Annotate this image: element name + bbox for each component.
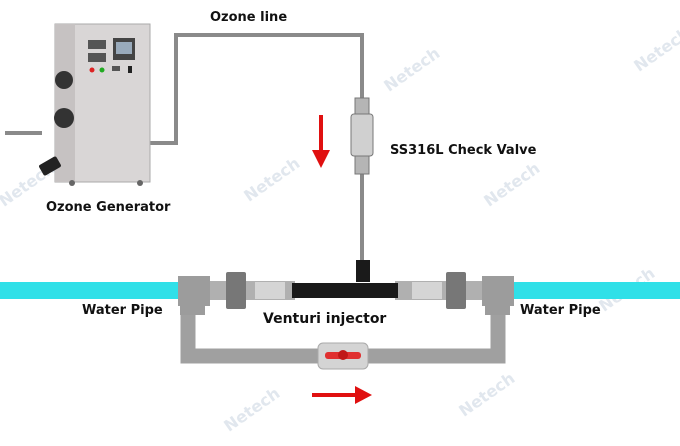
ozone-generator	[39, 23, 151, 186]
ball-valve	[317, 342, 369, 370]
water-pipe-right-label: Water Pipe	[520, 303, 601, 318]
check-valve	[350, 97, 374, 175]
water-pipe-left-label: Water Pipe	[82, 303, 163, 318]
venturi-injector	[292, 283, 398, 298]
union-right	[446, 272, 466, 309]
check-valve-label: SS316L Check Valve	[390, 143, 537, 158]
venturi-injector-label: Venturi injector	[263, 311, 387, 327]
ozone-line-label: Ozone line	[210, 10, 288, 25]
flow-arrow-right-icon	[312, 386, 372, 404]
ozone-generator-label: Ozone Generator	[46, 200, 171, 215]
flow-arrow-down-icon	[312, 115, 330, 168]
ozone-line	[150, 33, 364, 260]
union-left	[226, 272, 246, 309]
water-pipe-left	[0, 282, 182, 299]
water-pipe-right	[512, 282, 680, 299]
